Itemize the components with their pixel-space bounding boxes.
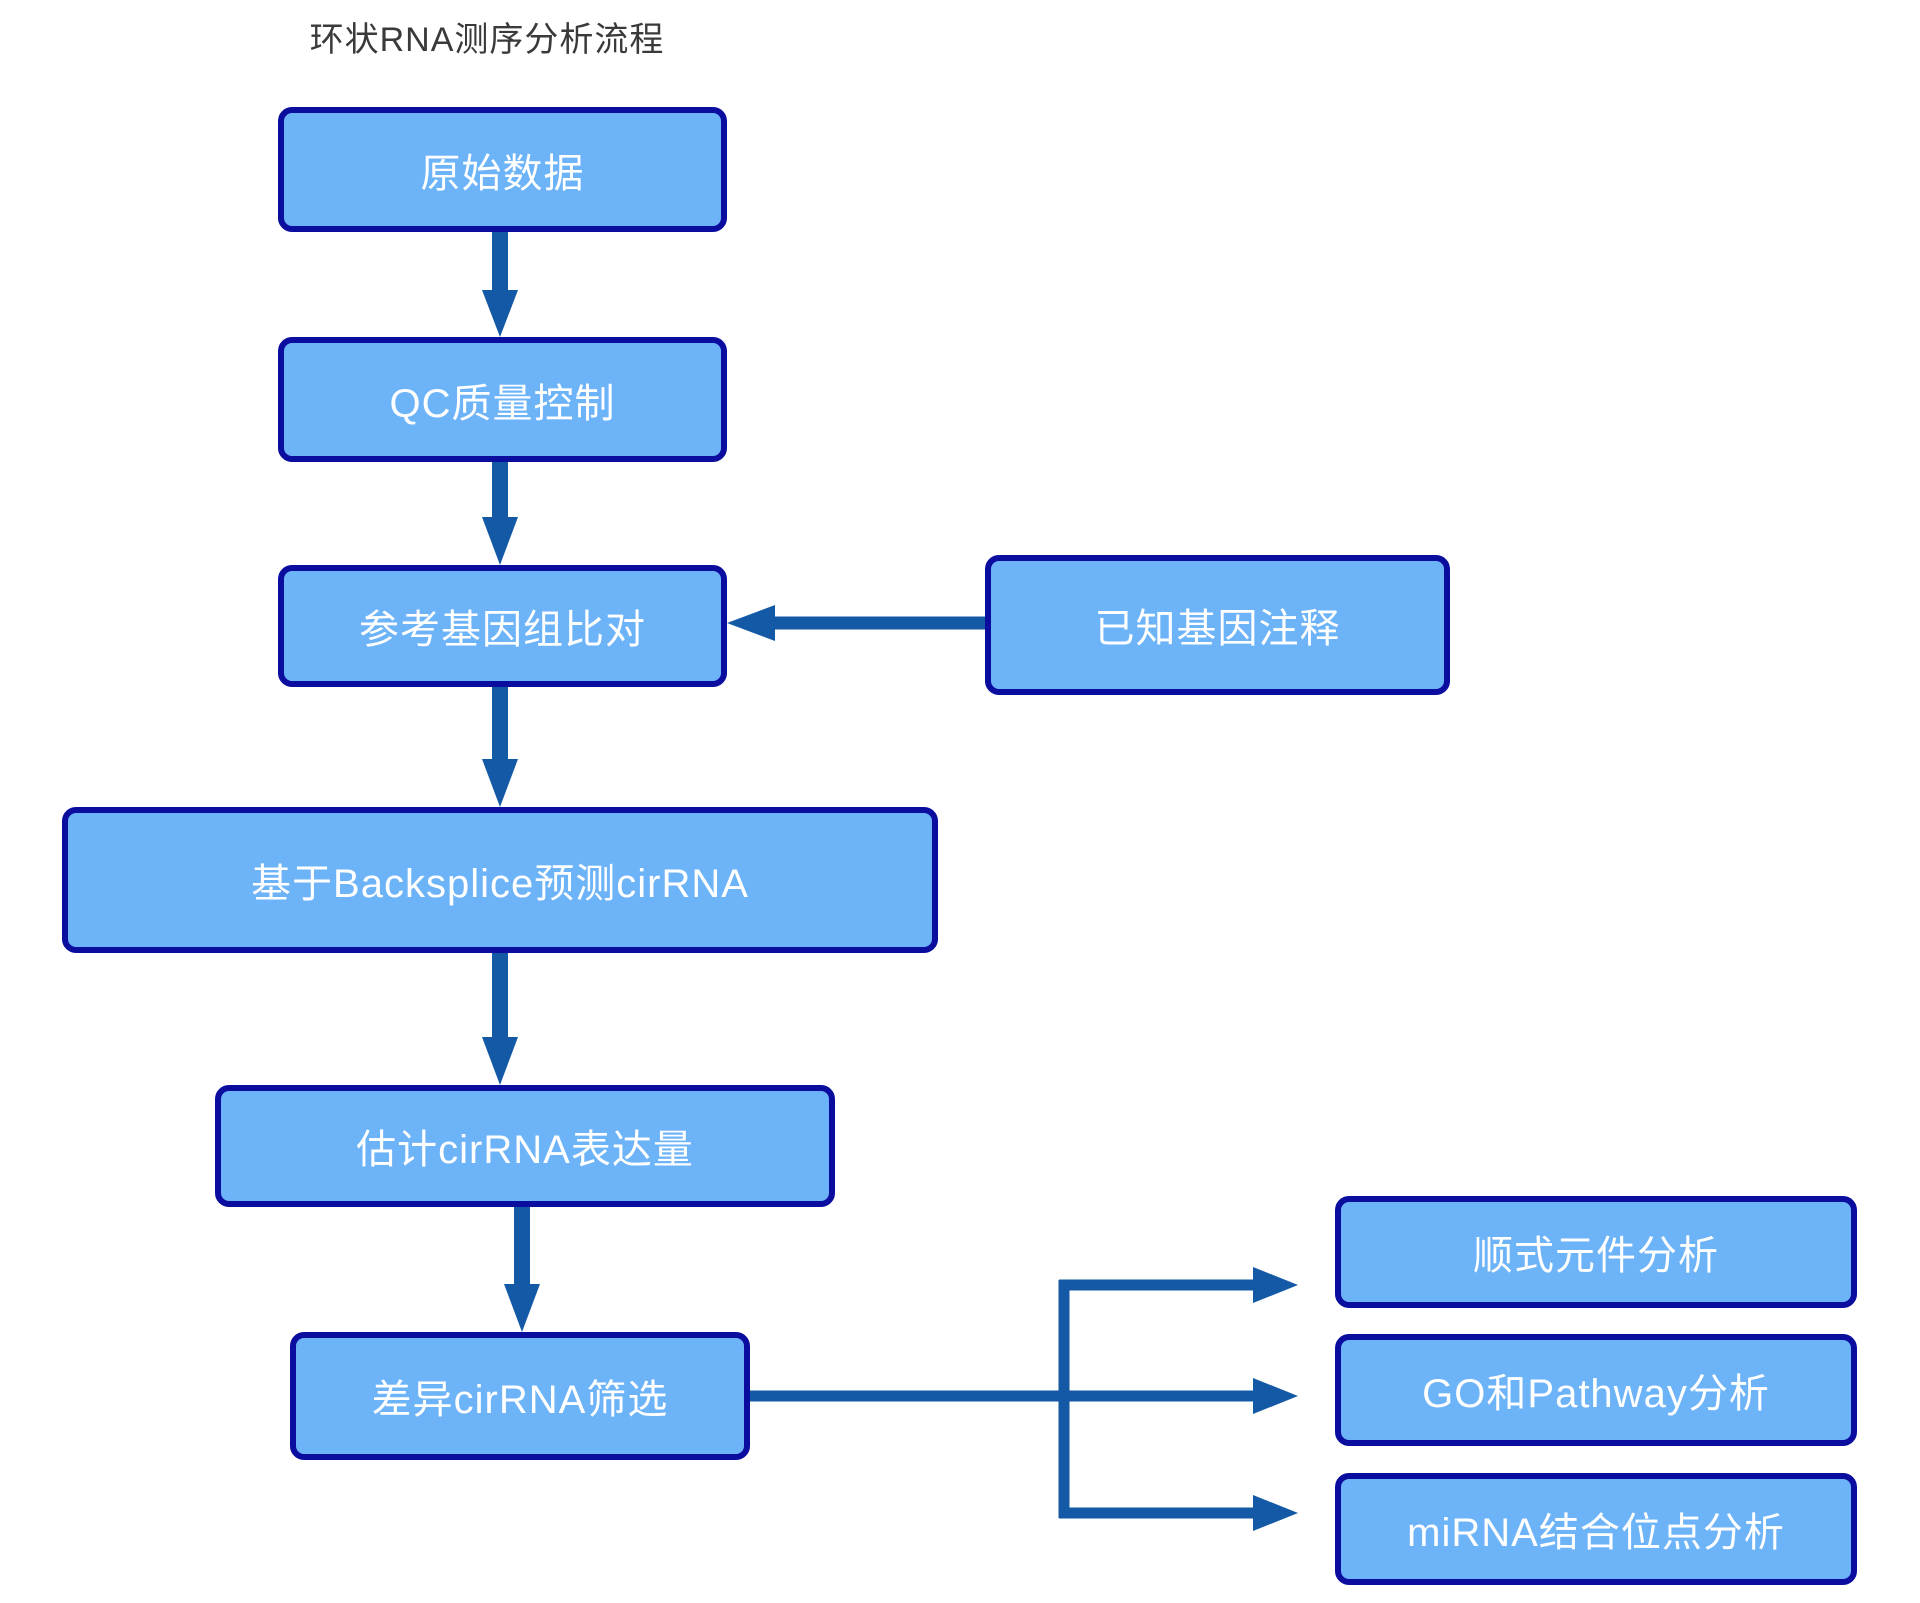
arrow-diff-to-mirna bbox=[1059, 1495, 1298, 1531]
node-diff: 差异cirRNA筛选 bbox=[290, 1332, 750, 1460]
node-expression: 估计cirRNA表达量 bbox=[215, 1085, 835, 1207]
arrow-annotation-to-align bbox=[727, 605, 985, 641]
node-go-pathway-label: GO和Pathway分析 bbox=[1422, 1372, 1770, 1416]
arrow-expression-to-diff bbox=[504, 1207, 540, 1332]
node-qc: QC质量控制 bbox=[278, 337, 727, 462]
node-qc-label: QC质量控制 bbox=[389, 381, 616, 426]
arrow-qc-to-align bbox=[482, 462, 518, 565]
node-mirna-label: miRNA结合位点分析 bbox=[1407, 1511, 1785, 1555]
arrow-diff-to-cis bbox=[1059, 1267, 1298, 1303]
node-expression-label: 估计cirRNA表达量 bbox=[356, 1128, 694, 1172]
arrow-align-to-backsplice bbox=[482, 687, 518, 807]
node-align-label: 参考基因组比对 bbox=[359, 608, 646, 652]
node-go-pathway: GO和Pathway分析 bbox=[1335, 1334, 1857, 1446]
node-backsplice-label: 基于Backsplice预测cirRNA bbox=[251, 862, 749, 906]
node-annotation-label: 已知基因注释 bbox=[1094, 607, 1341, 651]
node-raw-data: 原始数据 bbox=[278, 107, 727, 232]
connector-diff-branches bbox=[750, 1280, 1070, 1518]
node-raw-data-label: 原始数据 bbox=[420, 151, 585, 196]
node-diff-label: 差异cirRNA筛选 bbox=[371, 1378, 669, 1422]
arrow-rawdata-to-qc bbox=[482, 232, 518, 337]
arrow-diff-to-gopathway bbox=[1064, 1378, 1298, 1414]
node-align: 参考基因组比对 bbox=[278, 565, 727, 687]
node-annotation: 已知基因注释 bbox=[985, 555, 1450, 695]
node-cis: 顺式元件分析 bbox=[1335, 1196, 1857, 1308]
node-backsplice: 基于Backsplice预测cirRNA bbox=[62, 807, 938, 953]
node-cis-label: 顺式元件分析 bbox=[1473, 1234, 1719, 1278]
arrow-backsplice-to-expression bbox=[482, 953, 518, 1085]
node-mirna: miRNA结合位点分析 bbox=[1335, 1473, 1857, 1585]
diagram-title: 环状RNA测序分析流程 bbox=[309, 21, 665, 59]
